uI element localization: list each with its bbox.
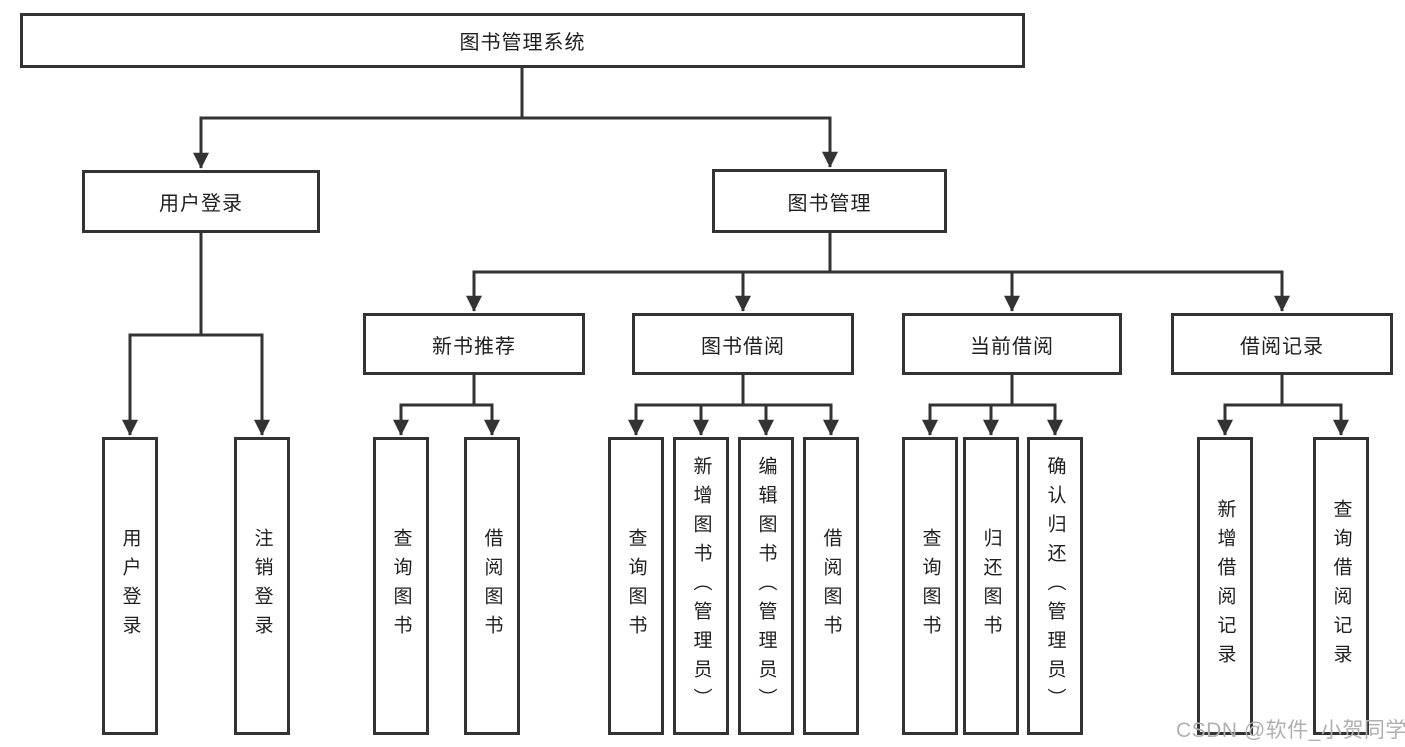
leaf-label: 新增借阅记录 <box>1214 499 1236 673</box>
node-label: 图书管理 <box>787 192 872 215</box>
leaf-add-borrow-record: 新增借阅记录 <box>1197 437 1253 735</box>
node-new-book-recommendation: 新书推荐 <box>363 313 585 375</box>
leaf-label: 新增图书（管理员） <box>690 455 712 717</box>
leaf-borrow-books: 借阅图书 <box>803 437 859 735</box>
node-library-management-system: 图书管理系统 <box>20 13 1025 68</box>
connector-user-login-to-leaves <box>122 233 270 436</box>
leaf-label: 借阅图书 <box>481 528 503 644</box>
node-label: 当前借阅 <box>970 335 1054 358</box>
connector-book-mgmt-to-groups <box>466 233 1290 312</box>
csdn-watermark: CSDN @软件_小贺同学 <box>1176 719 1405 742</box>
connector-root-to-level2 <box>193 68 838 169</box>
node-label: 新书推荐 <box>432 335 516 358</box>
leaf-user-login: 用户登录 <box>102 437 158 735</box>
leaf-label: 查询图书 <box>919 528 941 644</box>
leaf-label: 用户登录 <box>119 528 141 644</box>
node-book-borrowing: 图书借阅 <box>632 313 854 375</box>
node-current-borrowing: 当前借阅 <box>902 313 1122 375</box>
leaf-label: 编辑图书（管理员） <box>755 455 777 717</box>
leaf-logout: 注销登录 <box>234 437 290 735</box>
connector-borrow-records-group <box>1217 375 1349 436</box>
node-label: 用户登录 <box>159 193 243 215</box>
connector-book-borrow-group <box>628 375 839 436</box>
node-label: 借阅记录 <box>1240 335 1324 358</box>
leaf-add-books-admin: 新增图书（管理员） <box>673 437 729 735</box>
leaf-edit-books-admin: 编辑图书（管理员） <box>738 437 794 735</box>
leaf-query-books-current: 查询图书 <box>902 437 958 735</box>
node-book-management: 图书管理 <box>712 169 947 233</box>
leaf-label: 查询图书 <box>390 528 412 644</box>
connector-current-borrow-group <box>922 375 1063 436</box>
leaf-query-borrow-record: 查询借阅记录 <box>1313 437 1369 735</box>
leaf-label: 借阅图书 <box>820 528 842 644</box>
node-user-login: 用户登录 <box>82 170 320 233</box>
node-label: 图书管理系统 <box>459 32 586 54</box>
connector-new-book-group <box>393 375 500 436</box>
leaf-label: 确认归还（管理员） <box>1044 455 1066 717</box>
leaf-return-books: 归还图书 <box>963 437 1019 735</box>
leaf-query-books-borrow: 查询图书 <box>608 437 664 735</box>
leaf-label: 归还图书 <box>980 528 1002 644</box>
leaf-label: 查询借阅记录 <box>1330 499 1352 673</box>
leaf-confirm-return-admin: 确认归还（管理员） <box>1027 437 1083 735</box>
leaf-borrow-books-recommend: 借阅图书 <box>464 437 520 735</box>
node-label: 图书借阅 <box>701 335 785 358</box>
leaf-label: 注销登录 <box>251 528 273 644</box>
node-borrowing-records: 借阅记录 <box>1171 313 1393 375</box>
leaf-query-books-recommend: 查询图书 <box>373 437 429 735</box>
leaf-label: 查询图书 <box>625 528 647 644</box>
